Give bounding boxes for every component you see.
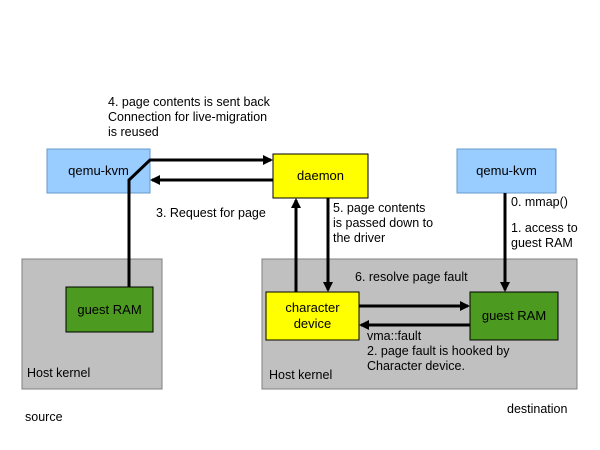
source-host-kernel-label: Host kernel	[27, 366, 91, 380]
step1-label: 1. access to guest RAM	[511, 221, 578, 250]
source-qemu-label: qemu-kvm	[68, 163, 129, 178]
character-device-label: character device	[285, 300, 340, 331]
dest-guest-ram-box	[469, 291, 559, 341]
dest-qemu-label: qemu-kvm	[476, 163, 537, 178]
daemon-label: daemon	[297, 168, 344, 183]
dest-guest-ram-label: guest RAM	[481, 308, 547, 323]
step5-label: 5. page contents is passed down to the d…	[333, 201, 434, 245]
step3-label: 3. Request for page	[156, 206, 266, 220]
step0-label: 0. mmap()	[511, 195, 568, 209]
source-guest-ram-box	[65, 286, 154, 333]
character-device-box	[265, 291, 360, 341]
source-qemu-box	[46, 148, 151, 194]
daemon-box	[272, 153, 369, 199]
source-caption: source	[25, 410, 63, 424]
step2-label: vma::fault 2. page fault is hooked by Ch…	[367, 329, 510, 373]
destination-caption: destination	[507, 402, 568, 416]
dest-qemu-box	[456, 148, 557, 194]
dest-host-kernel-label: Host kernel	[269, 368, 333, 382]
step4-label: 4. page contents is sent back Connection…	[108, 95, 270, 139]
source-guest-ram-label: guest RAM	[77, 301, 142, 317]
step6-label: 6. resolve page fault	[355, 270, 468, 284]
arrow-page-contents-sent-back	[127, 155, 273, 287]
